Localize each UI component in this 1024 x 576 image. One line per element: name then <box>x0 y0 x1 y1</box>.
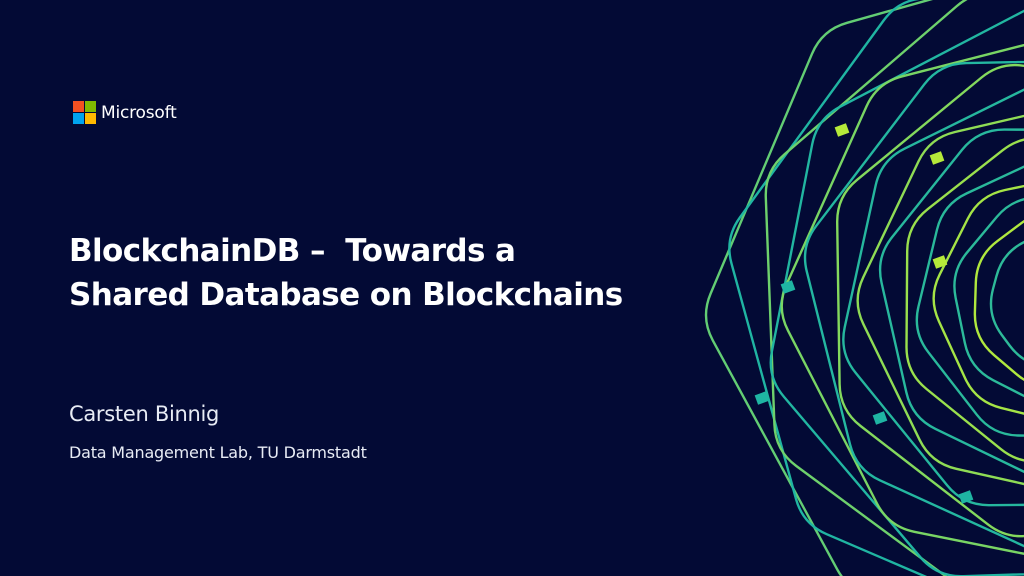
ring-line <box>953 198 1024 398</box>
node-marker <box>958 490 974 504</box>
author-name: Carsten Binnig <box>69 402 220 426</box>
title-line-2: Shared Database on Blockchains <box>69 277 623 313</box>
ring-line <box>780 43 1024 555</box>
author-affiliation: Data Management Lab, TU Darmstadt <box>69 443 367 462</box>
node-marker <box>754 391 770 405</box>
ring-line <box>973 219 1024 381</box>
slide-title: BlockchainDB – Towards a Shared Database… <box>69 229 623 317</box>
logo-square-red <box>73 101 84 112</box>
ring-line <box>803 60 1024 548</box>
ring-line <box>835 63 1024 538</box>
title-line-1: BlockchainDB – Towards a <box>69 233 516 269</box>
node-marker <box>932 255 948 269</box>
brand-name: Microsoft <box>101 102 177 123</box>
ring-line <box>905 138 1024 462</box>
logo-square-yellow <box>85 113 96 124</box>
node-marker <box>780 280 796 294</box>
ring-line <box>728 0 928 576</box>
windows-logo-icon <box>73 101 96 124</box>
ring-line <box>842 88 1024 507</box>
microsoft-logo: Microsoft <box>73 101 177 124</box>
ring-line <box>915 165 1024 437</box>
ring-line <box>769 9 1024 576</box>
ring-line <box>989 240 1024 361</box>
node-marker <box>872 411 888 425</box>
logo-square-green <box>85 101 96 112</box>
ring-line <box>932 184 1024 415</box>
ring-line <box>856 114 1024 486</box>
node-marker <box>929 151 945 165</box>
ring-line <box>878 128 1024 474</box>
node-marker <box>834 123 850 137</box>
ring-line <box>704 0 934 576</box>
logo-square-blue <box>73 113 84 124</box>
ring-line <box>764 0 968 576</box>
